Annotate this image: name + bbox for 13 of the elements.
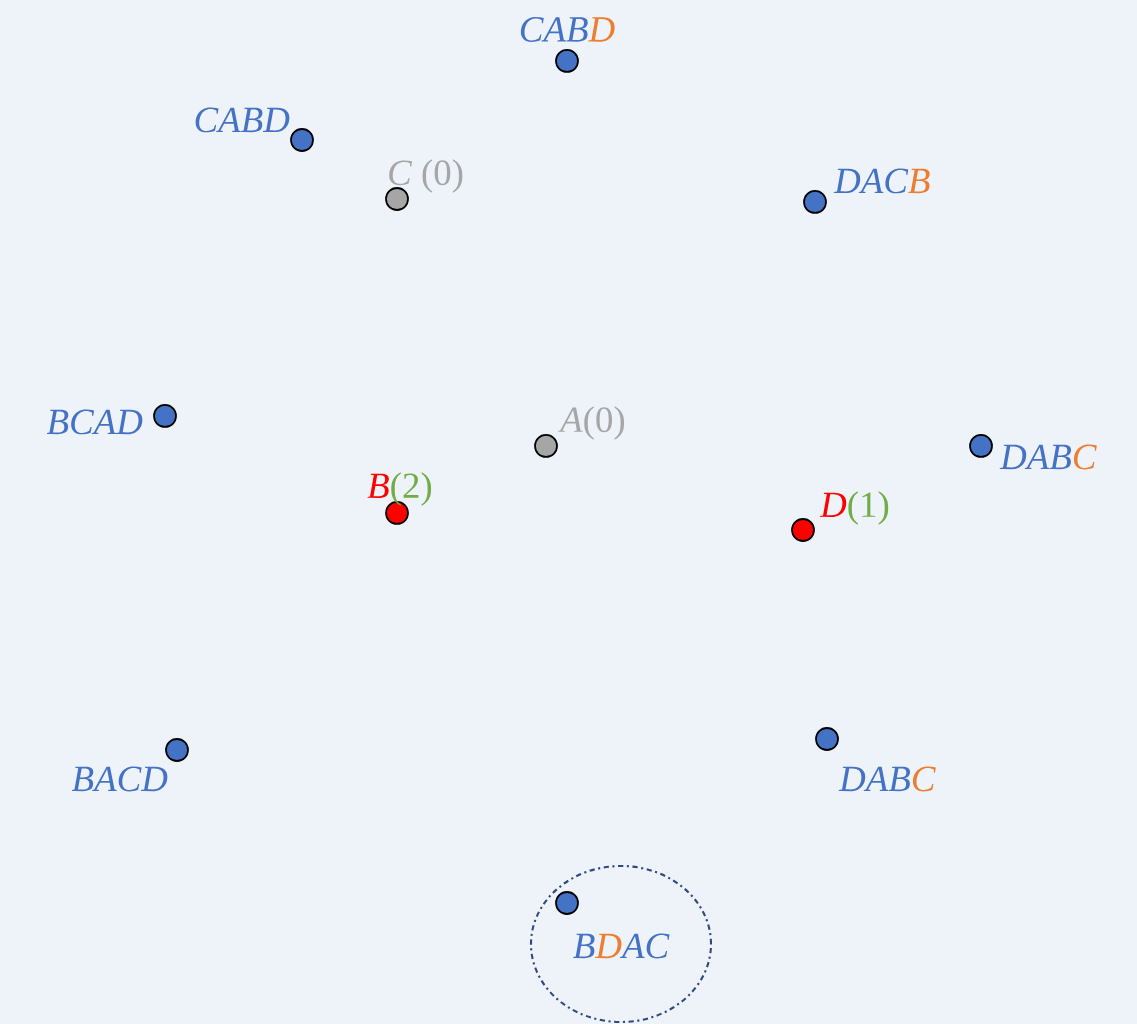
point-label: B(2) (367, 472, 432, 506)
point-label: DABC (838, 766, 936, 792)
point-label: DABC (999, 444, 1097, 470)
point-label: BCAD (46, 409, 143, 435)
point-label: DACB (833, 168, 930, 194)
dash-dot-circle (529, 864, 713, 1024)
point-label: CABD (195, 107, 290, 133)
point-label: A(0) (558, 406, 625, 440)
point-label: CABD (520, 17, 615, 42)
point-label: D(1) (819, 491, 889, 525)
point-label: BACD (71, 766, 168, 792)
point-label: BDAC (573, 933, 670, 959)
point-label: C (0) (389, 159, 463, 193)
